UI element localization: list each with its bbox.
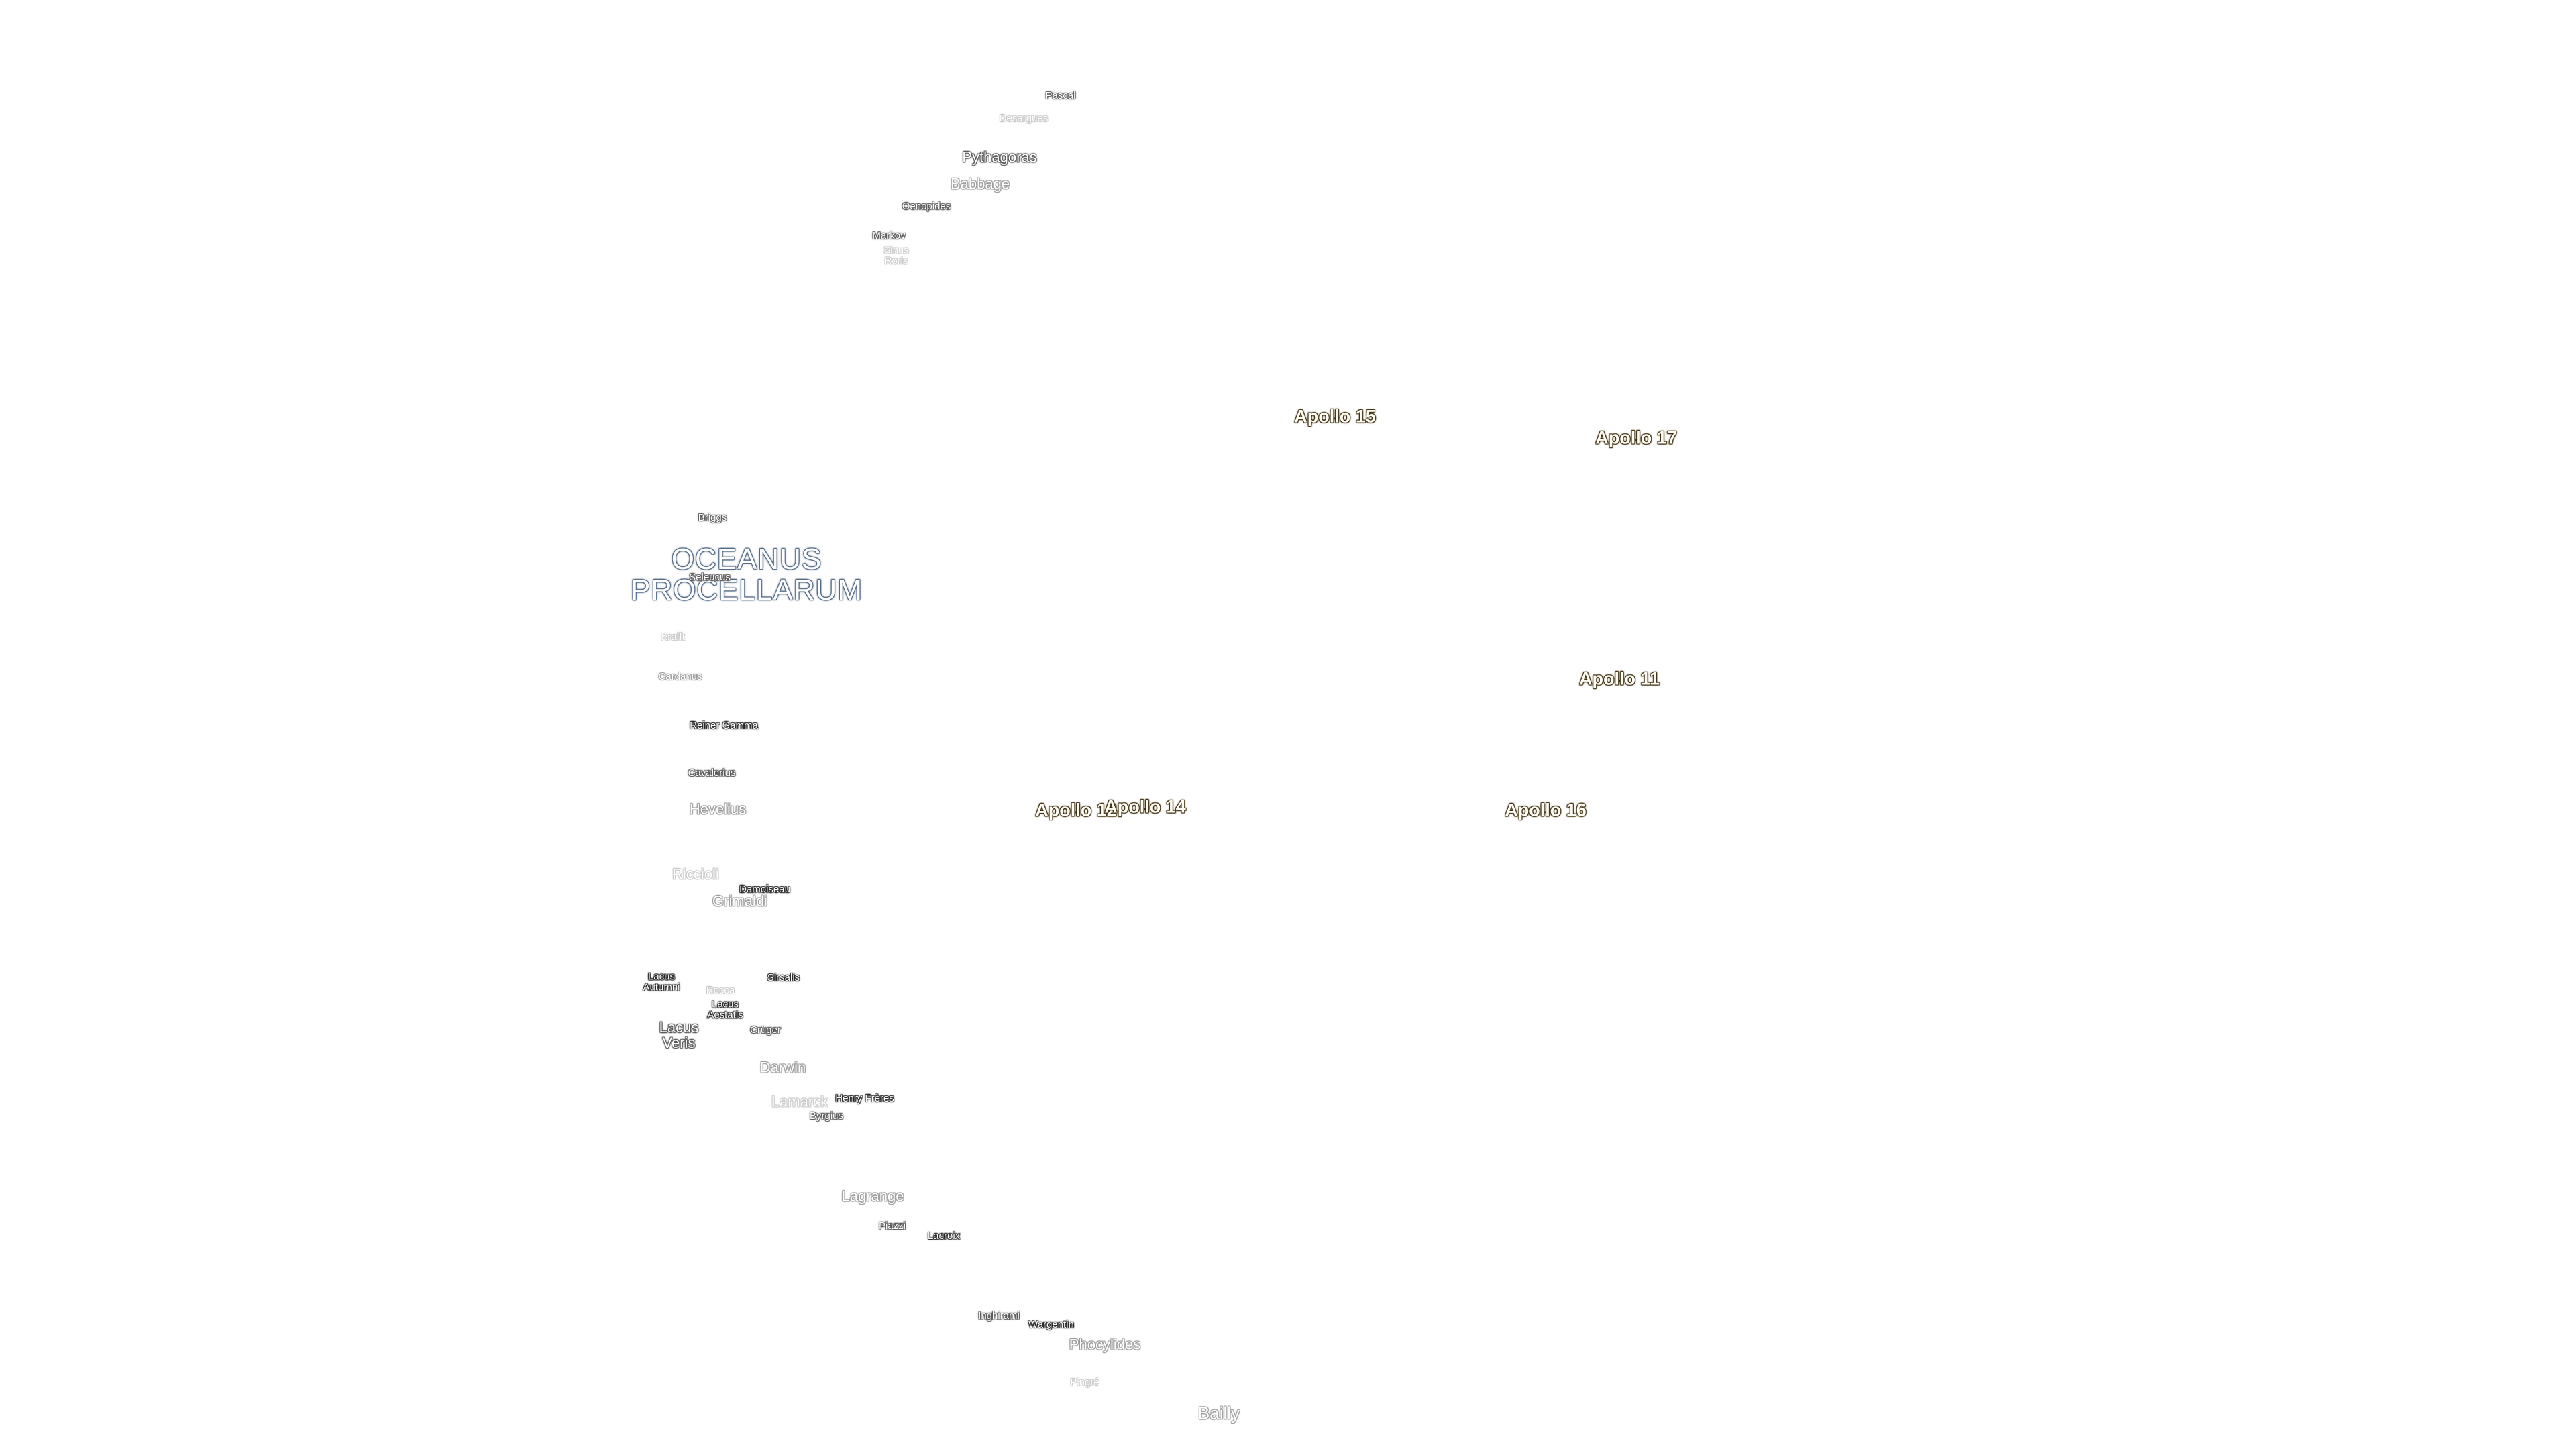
apollo-14-label: Apollo 14 — [1104, 796, 1186, 817]
crater-label-pingre[interactable]: Pingré — [1070, 1377, 1099, 1389]
lake-label-lacus-aestatis[interactable]: Lacus Aestatis — [707, 999, 743, 1020]
lacus-aestatis-line1: Lacus — [711, 998, 739, 1010]
apollo-15-marker[interactable]: Apollo 15 — [1294, 407, 1376, 425]
apollo-11-marker[interactable]: Apollo 11 — [1579, 669, 1660, 688]
crater-label-krafft[interactable]: Krafft — [661, 631, 685, 643]
crater-label-oenopides[interactable]: Oenopides — [902, 201, 951, 213]
apollo-16-marker[interactable]: Apollo 16 — [1505, 800, 1587, 819]
crater-label-pythagoras[interactable]: Pythagoras — [962, 148, 1037, 166]
lacus-aestatis-line2: Aestatis — [707, 1009, 743, 1020]
crater-label-hevelius[interactable]: Hevelius — [689, 800, 747, 818]
crater-label-henry-freres[interactable]: Henry Frères — [835, 1093, 894, 1105]
apollo-15-pin-icon — [1334, 417, 1336, 420]
apollo-12-label: Apollo 12 — [1035, 800, 1117, 820]
lacus-veris-line2: Veris — [662, 1034, 696, 1051]
crater-label-cavalerius[interactable]: Cavalerius — [688, 767, 736, 780]
crater-label-lacroix[interactable]: Lacroix — [927, 1230, 961, 1242]
crater-label-byrgius[interactable]: Byrgius — [809, 1110, 844, 1122]
feature-label-reiner-gamma[interactable]: Reiner Gamma — [690, 720, 758, 732]
crater-label-riccioli[interactable]: Riccioli — [672, 865, 719, 883]
crater-label-grimaldi[interactable]: Grimaldi — [712, 892, 767, 910]
crater-label-seleucus[interactable]: Seleucus — [689, 572, 731, 584]
crater-label-cardanus[interactable]: Cardanus — [658, 671, 702, 683]
lake-label-lacus-autumni[interactable]: Lacus Autumni — [643, 971, 680, 993]
apollo-11-label: Apollo 11 — [1578, 668, 1660, 689]
sea-label-oceanus-procellarum[interactable]: OCEANUS PROCELLARUM — [631, 542, 863, 606]
apollo-17-marker[interactable]: Apollo 17 — [1595, 428, 1677, 447]
apollo-16-label: Apollo 16 — [1505, 800, 1587, 820]
lacus-veris-line1: Lacus — [659, 1018, 699, 1036]
crater-label-lamarck[interactable]: Lamarck — [771, 1093, 828, 1110]
apollo-12-marker[interactable]: Apollo 12 — [1035, 800, 1117, 819]
sinus-roris-label[interactable]: Sinus Roris — [883, 245, 909, 266]
lacus-autumni-line1: Lacus — [647, 971, 676, 983]
apollo-14-pin-icon — [1144, 808, 1146, 810]
crater-label-inghirami[interactable]: Inghirami — [978, 1310, 1020, 1322]
crater-label-bailly[interactable]: Bailly — [1197, 1403, 1240, 1424]
sea-label-line2: PROCELLARUM — [631, 574, 863, 606]
crater-label-babbage[interactable]: Babbage — [950, 175, 1010, 193]
crater-label-darwin[interactable]: Darwin — [759, 1059, 806, 1076]
lacus-autumni-line2: Autumni — [643, 981, 680, 993]
crater-label-damoiseau[interactable]: Damoiseau — [739, 883, 790, 896]
crater-label-rocca[interactable]: Rocca — [706, 985, 735, 997]
apollo-17-label: Apollo 17 — [1595, 427, 1677, 448]
crater-label-pascal[interactable]: Pascal — [1045, 90, 1076, 102]
apollo-17-pin-icon — [1635, 439, 1638, 441]
crater-label-briggs[interactable]: Briggs — [698, 512, 727, 524]
crater-label-wargentin[interactable]: Wargentin — [1028, 1319, 1074, 1331]
apollo-12-pin-icon — [1075, 811, 1077, 814]
sinus-roris-line1: Sinus — [883, 244, 909, 256]
crater-label-lagrange[interactable]: Lagrange — [841, 1187, 904, 1205]
crater-label-desargues[interactable]: Desargues — [999, 113, 1049, 125]
crater-label-piazzi[interactable]: Piazzi — [878, 1220, 906, 1232]
apollo-11-pin-icon — [1618, 680, 1621, 682]
apollo-14-marker[interactable]: Apollo 14 — [1104, 797, 1186, 816]
sea-label-line1: OCEANUS — [671, 542, 822, 576]
crater-label-phocylides[interactable]: Phocylides — [1069, 1336, 1141, 1353]
crater-label-markov[interactable]: Markov — [872, 230, 906, 242]
crater-label-sirsalis[interactable]: Sirsalis — [767, 972, 800, 984]
apollo-15-label: Apollo 15 — [1294, 406, 1376, 427]
sinus-roris-line2: Roris — [884, 255, 908, 266]
lake-label-lacus-veris[interactable]: Lacus Veris — [659, 1020, 699, 1051]
crater-label-cruger[interactable]: Crüger — [750, 1024, 781, 1036]
apollo-16-pin-icon — [1544, 811, 1547, 814]
